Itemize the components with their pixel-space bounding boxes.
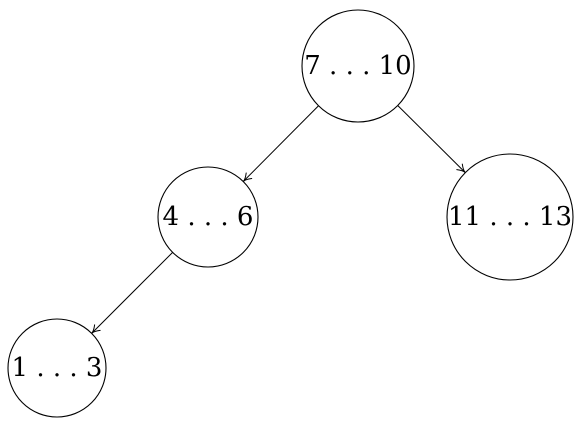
nodes-layer: 7 . . . 10 4 . . . 6 11 . . . 13 1 . . .… xyxy=(7,9,574,418)
edge-left-to-left-left xyxy=(91,252,173,334)
node-right: 11 . . . 13 xyxy=(446,153,574,281)
edges-layer xyxy=(91,105,466,334)
node-root-label: 7 . . . 10 xyxy=(304,51,411,81)
node-root: 7 . . . 10 xyxy=(301,9,415,123)
node-left-label: 4 . . . 6 xyxy=(163,202,254,232)
edge-line xyxy=(397,105,466,173)
node-right-label: 11 . . . 13 xyxy=(448,202,572,232)
node-left-left: 1 . . . 3 xyxy=(7,318,107,418)
node-left-left-label: 1 . . . 3 xyxy=(12,353,103,383)
edge-line xyxy=(91,252,173,334)
edge-root-to-right xyxy=(397,105,466,174)
edge-line xyxy=(242,105,319,182)
node-left: 4 . . . 6 xyxy=(157,166,259,268)
edge-root-to-left xyxy=(242,105,319,183)
